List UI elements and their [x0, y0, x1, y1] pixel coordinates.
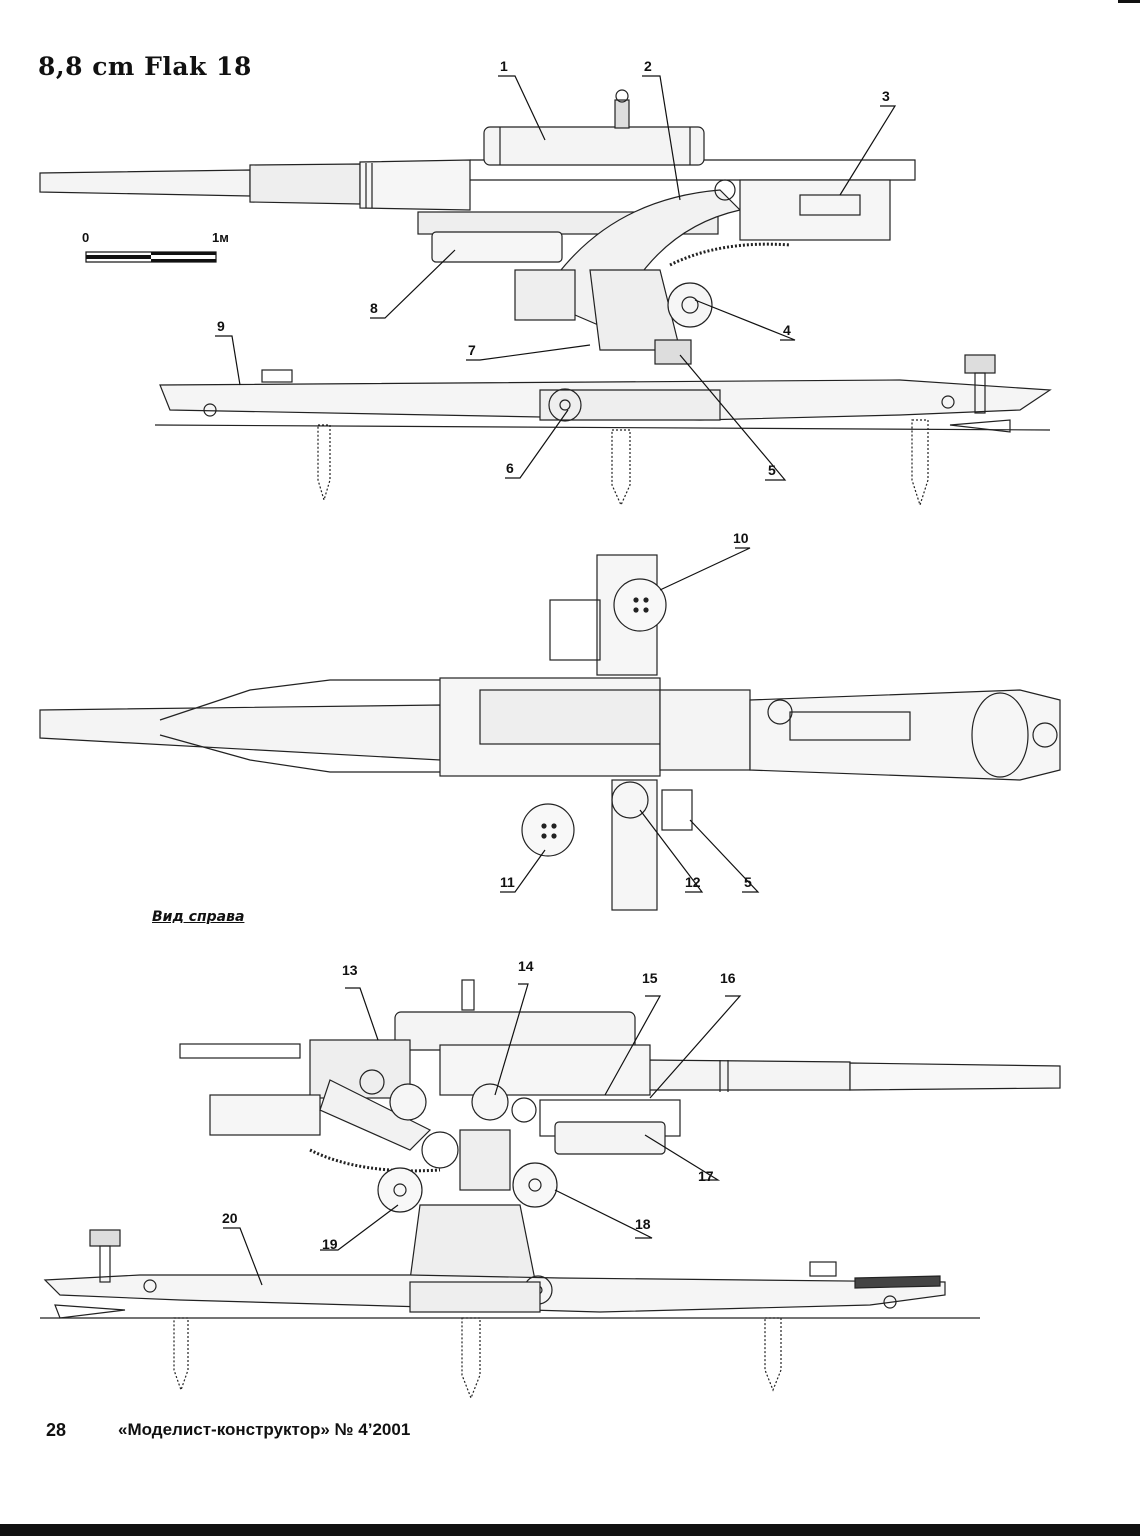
callout-9: 9 — [217, 318, 225, 334]
callout-5-top: 5 — [744, 874, 752, 890]
callout-16: 16 — [720, 970, 736, 986]
scale-bar — [85, 251, 217, 263]
bottom-bar — [0, 1524, 1140, 1536]
scale-end-label: 1м — [212, 230, 229, 245]
callout-6: 6 — [506, 460, 514, 476]
callout-11: 11 — [500, 874, 515, 890]
callout-20: 20 — [222, 1210, 238, 1226]
callout-5-side: 5 — [768, 462, 776, 478]
callout-3: 3 — [882, 88, 890, 104]
callout-17: 17 — [698, 1168, 714, 1184]
callout-12: 12 — [685, 874, 701, 890]
corner-mark — [1118, 0, 1140, 3]
side-view-leaders — [215, 75, 897, 481]
right-view-leaders — [223, 983, 742, 1286]
side-view-drawing — [39, 89, 1052, 507]
callout-4: 4 — [783, 322, 791, 338]
scale-start-label: 0 — [82, 230, 90, 245]
callout-14: 14 — [518, 958, 534, 974]
right-view-caption: Вид справа — [152, 909, 245, 925]
callout-18: 18 — [635, 1216, 651, 1232]
callout-7: 7 — [468, 342, 476, 358]
magazine-title: «Моделист-конструктор» № 4’2001 — [118, 1420, 411, 1439]
callout-19: 19 — [322, 1236, 338, 1252]
callout-13: 13 — [342, 962, 358, 978]
callout-15: 15 — [642, 970, 658, 986]
callout-10: 10 — [733, 530, 749, 546]
callout-1: 1 — [500, 58, 508, 74]
callout-2: 2 — [644, 58, 652, 74]
callout-8: 8 — [370, 300, 378, 316]
page-number: 28 — [46, 1420, 67, 1440]
page-title: 8,8 cm Flak 18 — [38, 52, 252, 81]
top-view-drawing — [39, 554, 1061, 911]
right-view-drawing — [40, 979, 1061, 1400]
top-view-leaders — [500, 547, 760, 893]
